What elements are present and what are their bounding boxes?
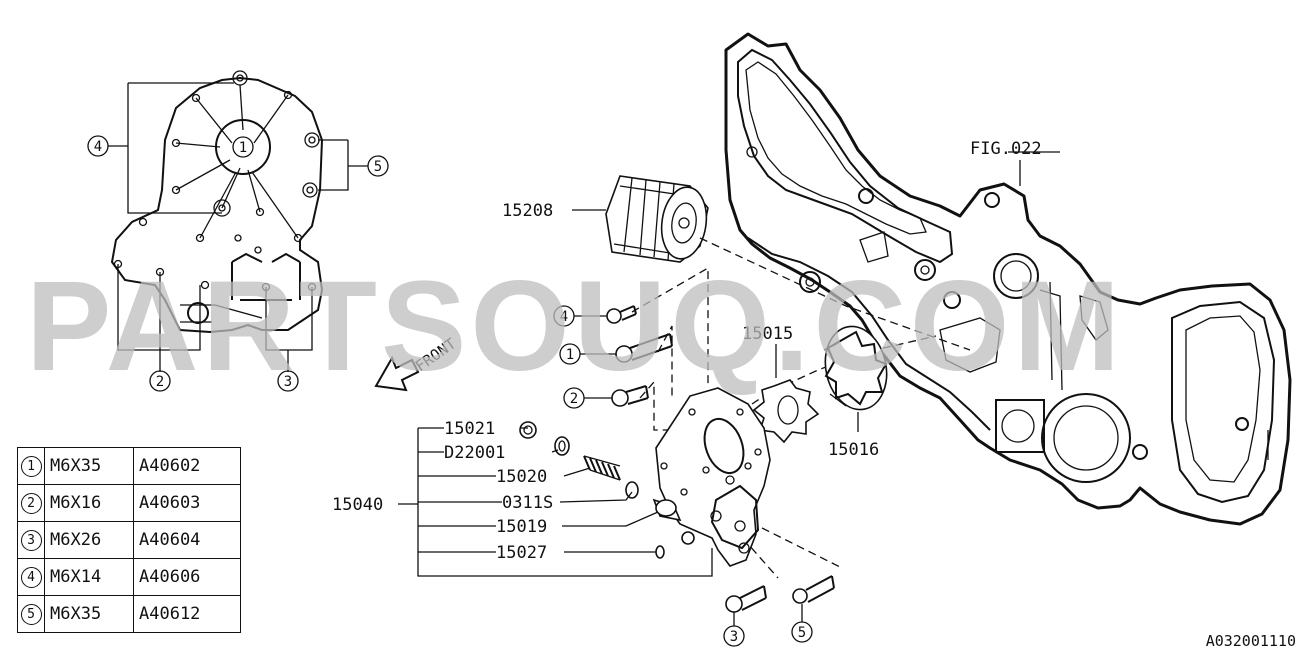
callout-2-left: 2 — [149, 370, 171, 392]
bolt-code-cell: A40604 — [133, 521, 241, 559]
oil-pump-outer-rotor — [823, 325, 888, 411]
svg-text:4: 4 — [94, 139, 102, 155]
o-ring-0311s — [625, 481, 639, 499]
fig-ref-label: FIG.022 — [970, 139, 1042, 159]
callout-5-bolt: 5 — [791, 621, 813, 643]
bolt-ref-cell: 1 — [17, 447, 45, 485]
watermark: PARTSOUQ.COM — [26, 255, 1124, 398]
bolt-code-cell: A40606 — [133, 558, 241, 596]
bolt-size-cell: M6X26 — [44, 521, 134, 559]
oil-pump-inner-rotor — [752, 379, 820, 444]
bolt-ref-cell: 3 — [17, 521, 45, 559]
bolt-code-cell: A40603 — [133, 484, 241, 522]
bolt-size-cell: M6X35 — [44, 447, 134, 485]
part-label-inner-rotor: 15015 — [742, 324, 793, 344]
bolt-ref-cell: 2 — [17, 484, 45, 522]
part-label-plug: 15021 — [444, 419, 495, 439]
bolt-ref-circle: 2 — [20, 493, 42, 514]
oil-pump-housing — [655, 387, 771, 567]
part-label-outer-rotor: 15016 — [828, 440, 879, 460]
bolt-code-cell: A40612 — [133, 595, 241, 633]
bolt-ref-circle: 4 — [20, 567, 42, 588]
callout-4-bolt: 4 — [553, 305, 575, 327]
relief-valve-15019 — [652, 498, 682, 522]
bolt-size-cell: M6X35 — [44, 595, 134, 633]
bolt-ref-circle: 5 — [20, 604, 42, 625]
svg-text:1: 1 — [566, 347, 574, 363]
svg-text:2: 2 — [570, 391, 578, 407]
bolt-ref-cell: 5 — [17, 595, 45, 633]
bolt-5 — [792, 575, 835, 622]
part-label-relief-valve: 15019 — [496, 517, 547, 537]
bolt-ref-circle: 1 — [20, 456, 42, 477]
part-label-o-ring: 0311S — [502, 493, 553, 513]
svg-text:5: 5 — [798, 625, 806, 641]
bolt-ref-cell: 4 — [17, 558, 45, 596]
part-label-spring: 15020 — [496, 467, 547, 487]
pin-15027 — [655, 545, 665, 559]
callout-3-bolt: 3 — [723, 625, 745, 647]
bolt-size-cell: M6X16 — [44, 484, 134, 522]
part-label-oil-filter: 15208 — [502, 201, 553, 221]
svg-text:3: 3 — [730, 629, 738, 645]
timing-cover-casting — [724, 32, 1292, 526]
callout-4-left: 4 — [87, 135, 109, 157]
callout-5-left: 5 — [367, 155, 389, 177]
bolt-4 — [574, 305, 637, 324]
gasket-d22001 — [554, 436, 570, 456]
callout-2-bolt: 2 — [563, 387, 585, 409]
callout-3-left: 3 — [277, 370, 299, 392]
svg-text:5: 5 — [374, 159, 382, 175]
part-label-oil-pump-assy: 15040 — [332, 495, 383, 515]
svg-text:4: 4 — [560, 309, 568, 325]
bolt-3 — [725, 585, 767, 626]
bolt-2 — [584, 385, 649, 407]
svg-text:2: 2 — [156, 374, 164, 390]
callout-1-left: 1 — [232, 136, 254, 158]
part-label-gasket: D22001 — [444, 443, 505, 463]
bolt-code-cell: A40602 — [133, 447, 241, 485]
plug-15021 — [519, 421, 537, 439]
spring-15020 — [583, 455, 621, 481]
bolt-1 — [580, 333, 673, 363]
bolt-ref-circle: 3 — [20, 530, 42, 551]
bolt-size-cell: M6X14 — [44, 558, 134, 596]
pump-cover-outline-view — [108, 70, 368, 372]
oil-filter — [605, 175, 709, 263]
part-label-pin: 15027 — [496, 543, 547, 563]
svg-text:3: 3 — [284, 374, 292, 390]
diagram-code: A032001110 — [1206, 632, 1296, 650]
callout-1-bolt: 1 — [559, 343, 581, 365]
svg-text:1: 1 — [239, 140, 247, 156]
